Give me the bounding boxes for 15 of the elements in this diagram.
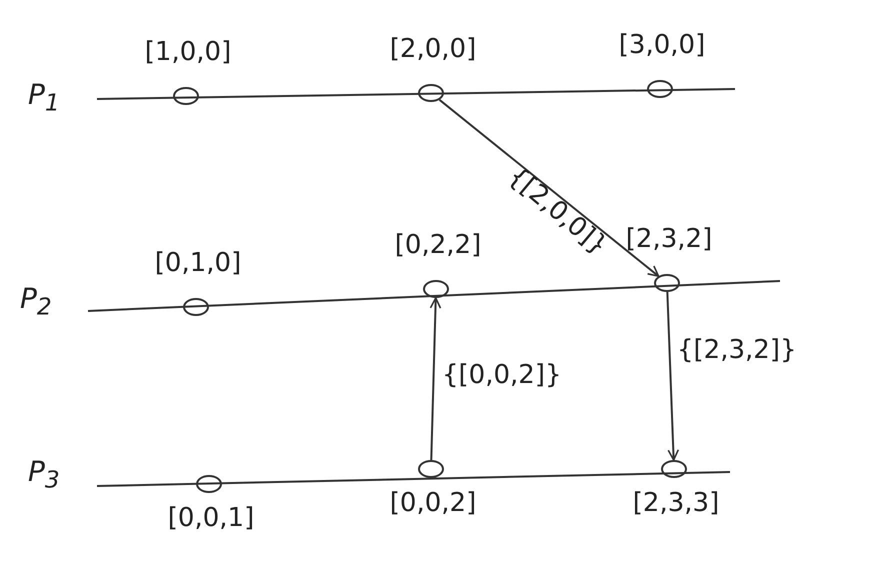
- vector-timestamp: [3,0,0]: [618, 30, 706, 60]
- vector-timestamp: [1,0,0]: [144, 37, 232, 67]
- vector-timestamp: [0,1,0]: [154, 248, 242, 278]
- vector-timestamp: [2,3,2]: [626, 224, 712, 254]
- vector-timestamp: [0,0,1]: [168, 503, 254, 533]
- process-label: P$_{1}$: [28, 78, 60, 117]
- message-arrow: [666, 292, 680, 461]
- vector-timestamp: [2,0,0]: [390, 34, 476, 64]
- process-label: P$_{3}$: [28, 455, 60, 494]
- message-arrow: [438, 99, 660, 277]
- vector-timestamp: [2,3,3]: [632, 488, 720, 518]
- message-arrow: [430, 297, 442, 460]
- vector-timestamp: [0,2,2]: [394, 230, 482, 260]
- process-label: P$_{2}$: [20, 282, 52, 321]
- vector-timestamp: [0,0,2]: [390, 488, 476, 518]
